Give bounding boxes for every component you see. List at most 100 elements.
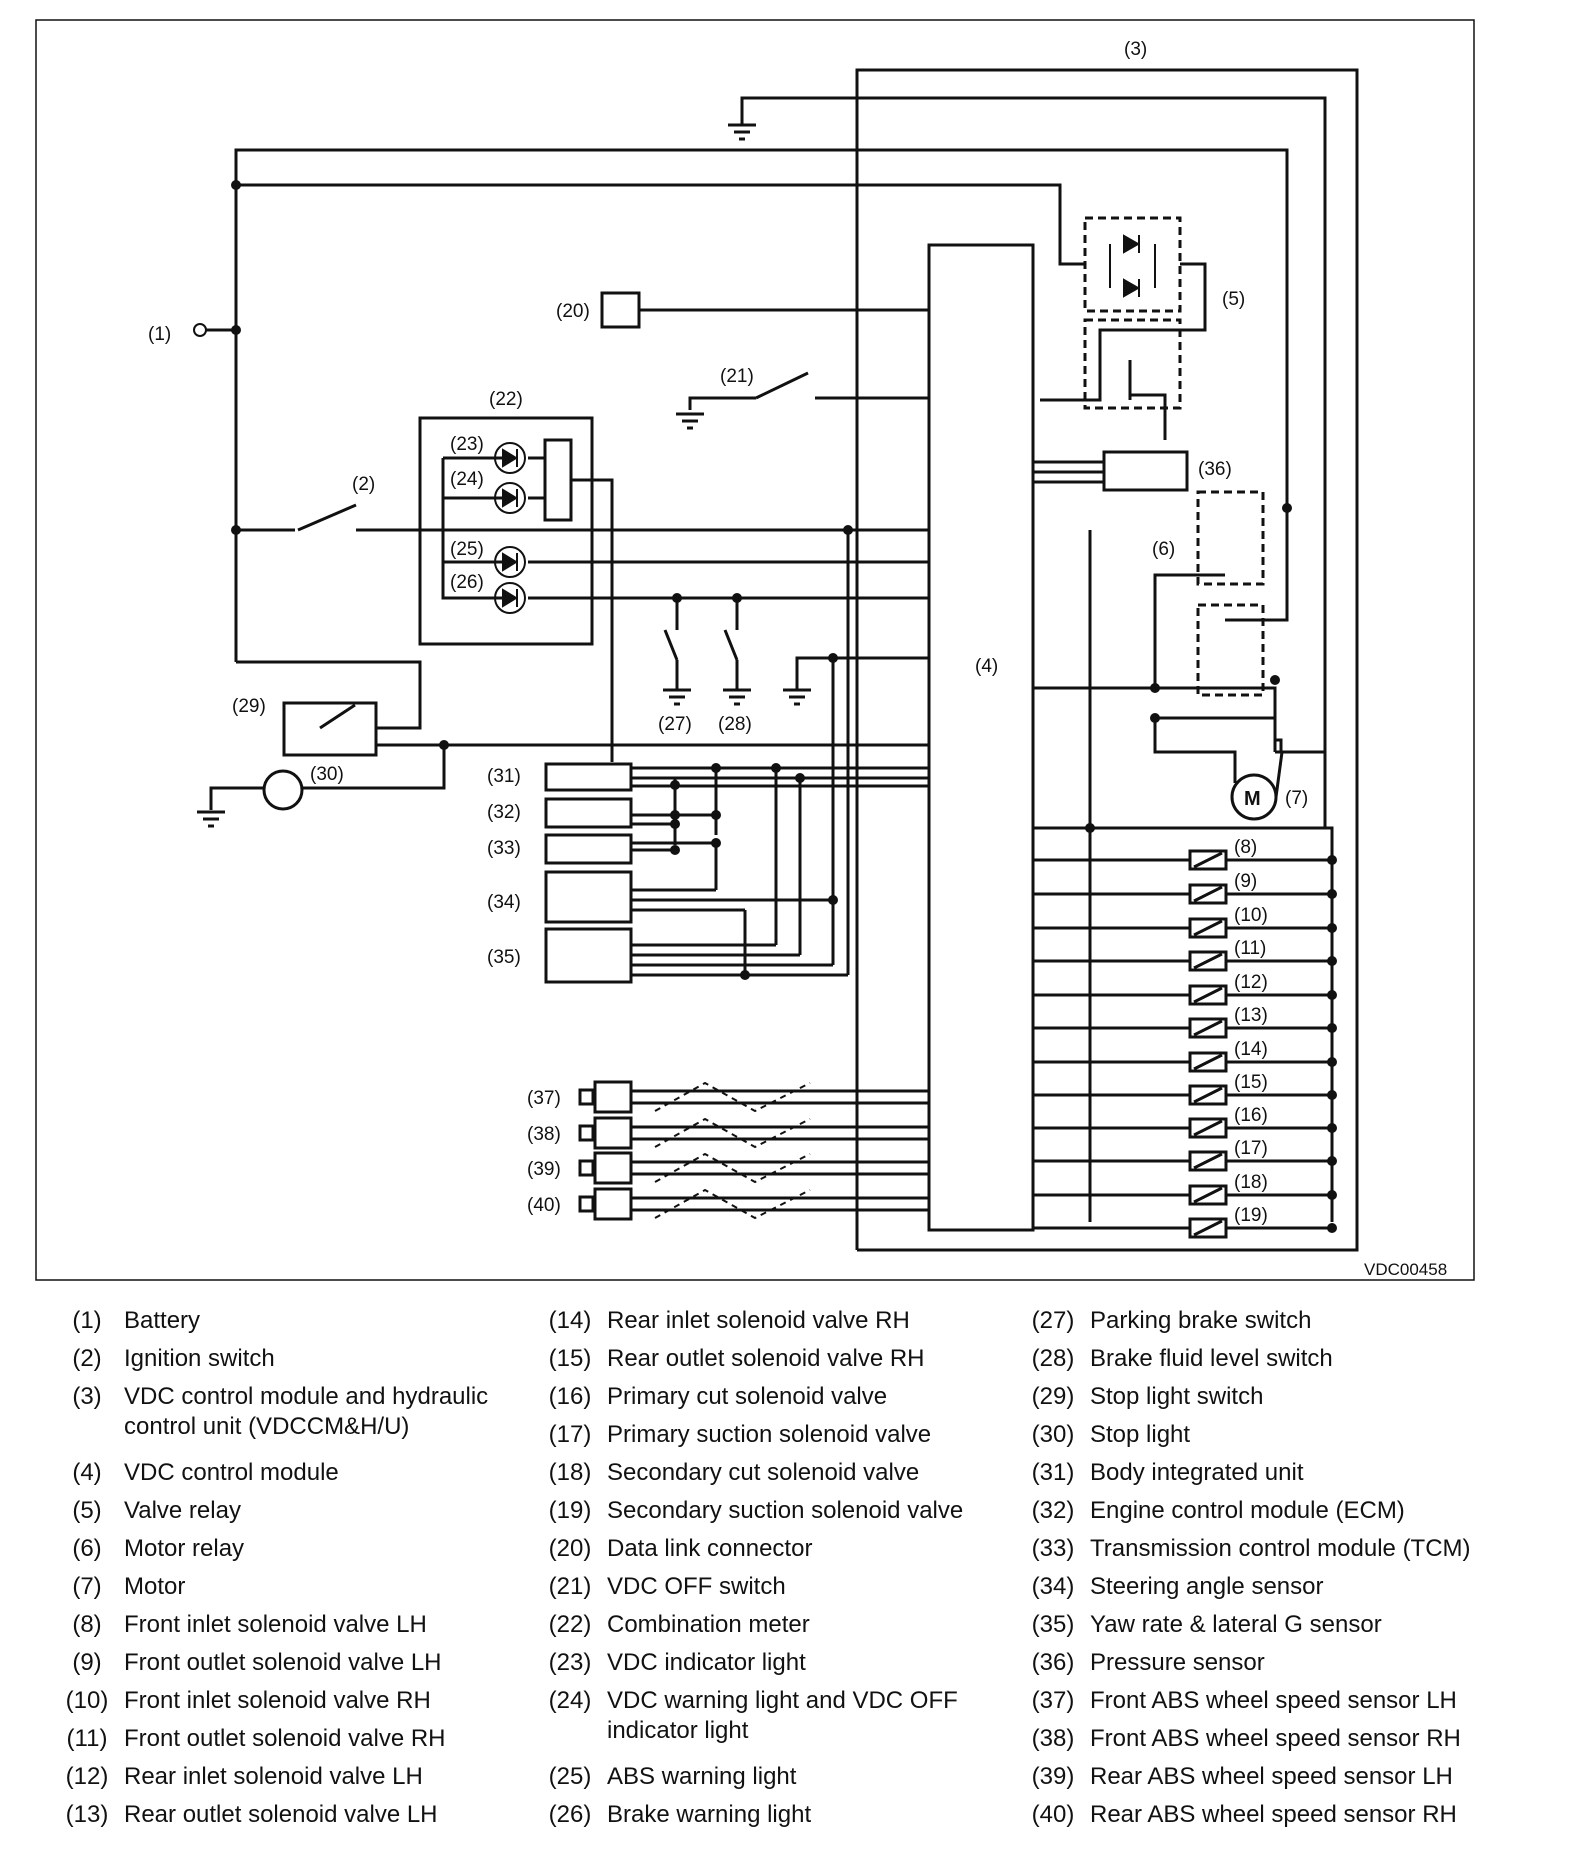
legend-number: (25)	[548, 1763, 592, 1790]
callout-30: (30)	[310, 764, 344, 785]
callout-7: (7)	[1285, 788, 1308, 809]
legend-number: (10)	[65, 1687, 109, 1714]
ecm-box	[544, 797, 633, 829]
legend-number: (33)	[1031, 1535, 1075, 1562]
legend-label: ABS warning light	[607, 1763, 797, 1790]
sensor-connector	[578, 1159, 595, 1177]
legend-label: Front ABS wheel speed sensor LH	[1090, 1687, 1457, 1714]
legend-label: Front inlet solenoid valve RH	[124, 1687, 431, 1714]
callout-15: (15)	[1234, 1072, 1268, 1093]
legend-number: (28)	[1031, 1345, 1075, 1372]
callout-35: (35)	[487, 947, 521, 968]
callout-6: (6)	[1152, 539, 1175, 560]
legend-number: (4)	[72, 1459, 102, 1486]
callout-40: (40)	[527, 1195, 561, 1216]
callout-10: (10)	[1234, 905, 1268, 926]
callout-36: (36)	[1198, 459, 1232, 480]
legend-number: (27)	[1031, 1307, 1075, 1334]
legend-label: Battery	[124, 1307, 201, 1334]
tcm-box	[544, 833, 633, 865]
legend-number: (11)	[66, 1725, 108, 1752]
callout-39: (39)	[527, 1159, 561, 1180]
legend-label: VDC control module and hydraulic control…	[124, 1383, 489, 1440]
motor-relay-upper	[1196, 490, 1265, 586]
legend-number: (1)	[72, 1307, 102, 1334]
callout-1: (1)	[148, 324, 171, 345]
callout-13: (13)	[1234, 1005, 1268, 1026]
stop-light-switch-box	[282, 701, 378, 757]
legend-label: Pressure sensor	[1090, 1649, 1265, 1676]
callout-22: (22)	[489, 389, 523, 410]
motor-symbol: M	[1244, 788, 1261, 810]
legend-label: Rear ABS wheel speed sensor LH	[1090, 1763, 1453, 1790]
sensor-connector	[578, 1195, 595, 1213]
callout-27: (27)	[658, 714, 692, 735]
legend-label: Secondary cut solenoid valve	[607, 1459, 920, 1486]
legend-number: (6)	[72, 1535, 102, 1562]
legend-number: (31)	[1031, 1459, 1075, 1486]
legend-number: (32)	[1031, 1497, 1075, 1524]
diagram-frame	[35, 19, 1475, 1281]
body-integrated-unit-box	[544, 762, 633, 792]
legend-label: Rear inlet solenoid valve LH	[124, 1763, 423, 1790]
legend-number: (36)	[1031, 1649, 1075, 1676]
legend-number: (16)	[548, 1383, 592, 1410]
callout-25: (25)	[450, 539, 484, 560]
wheel-sensor-box	[593, 1116, 633, 1150]
legend-number: (14)	[548, 1307, 592, 1334]
callout-32: (32)	[487, 802, 521, 823]
callout-26: (26)	[450, 572, 484, 593]
callout-24: (24)	[450, 469, 484, 490]
sensor-connector	[578, 1088, 595, 1106]
legend-number: (30)	[1031, 1421, 1075, 1448]
legend-number: (26)	[548, 1801, 592, 1828]
callout-28: (28)	[718, 714, 752, 735]
legend-label: VDC control module	[124, 1459, 339, 1486]
legend-number: (9)	[72, 1649, 102, 1676]
legend-label: Rear ABS wheel speed sensor RH	[1090, 1801, 1457, 1828]
wheel-sensor-box	[593, 1151, 633, 1185]
callout-5: (5)	[1222, 289, 1245, 310]
legend-label: Engine control module (ECM)	[1090, 1497, 1405, 1524]
legend-label: Brake warning light	[607, 1801, 812, 1828]
yaw-rate-sensor-box	[544, 927, 633, 984]
motor-relay-lower	[1196, 603, 1265, 697]
legend-number: (37)	[1031, 1687, 1075, 1714]
legend-number: (8)	[72, 1611, 102, 1638]
legend-label: Rear inlet solenoid valve RH	[607, 1307, 910, 1334]
callout-12: (12)	[1234, 972, 1268, 993]
legend-number: (24)	[548, 1687, 592, 1714]
legend-label: Transmission control module (TCM)	[1090, 1535, 1471, 1562]
callout-18: (18)	[1234, 1172, 1268, 1193]
callout-23: (23)	[450, 434, 484, 455]
control-module-box	[927, 243, 1035, 1232]
legend-number: (23)	[548, 1649, 592, 1676]
steering-sensor-box	[544, 870, 633, 924]
pressure-sensor-box	[1102, 450, 1189, 492]
legend-number: (39)	[1031, 1763, 1075, 1790]
wheel-sensor-box	[593, 1080, 633, 1114]
legend-label: Data link connector	[607, 1535, 813, 1562]
hydraulic-unit-outline	[855, 68, 1359, 1252]
legend-label: Primary cut solenoid valve	[607, 1383, 888, 1410]
callout-29: (29)	[232, 696, 266, 717]
callout-2: (2)	[352, 474, 375, 495]
callout-17: (17)	[1234, 1138, 1268, 1159]
callout-19: (19)	[1234, 1205, 1268, 1226]
callout-33: (33)	[487, 838, 521, 859]
callout-3: (3)	[1124, 39, 1147, 60]
legend-label: VDC indicator light	[607, 1649, 806, 1676]
legend-number: (15)	[548, 1345, 592, 1372]
legend-label: Front outlet solenoid valve RH	[124, 1725, 446, 1752]
legend-number: (34)	[1031, 1573, 1075, 1600]
legend-number: (35)	[1031, 1611, 1075, 1638]
wiring-diagram: (1) (2) (3) (4) (5) (6) (7) M (20) (21) …	[35, 19, 1475, 1281]
callout-9: (9)	[1234, 871, 1257, 892]
legend-number: (20)	[548, 1535, 592, 1562]
callout-31: (31)	[487, 766, 521, 787]
legend-label: Parking brake switch	[1090, 1307, 1312, 1334]
legend-label: Motor	[124, 1573, 186, 1600]
legend-label: Body integrated unit	[1090, 1459, 1304, 1486]
legend-number: (3)	[72, 1383, 102, 1410]
legend-number: (21)	[548, 1573, 592, 1600]
